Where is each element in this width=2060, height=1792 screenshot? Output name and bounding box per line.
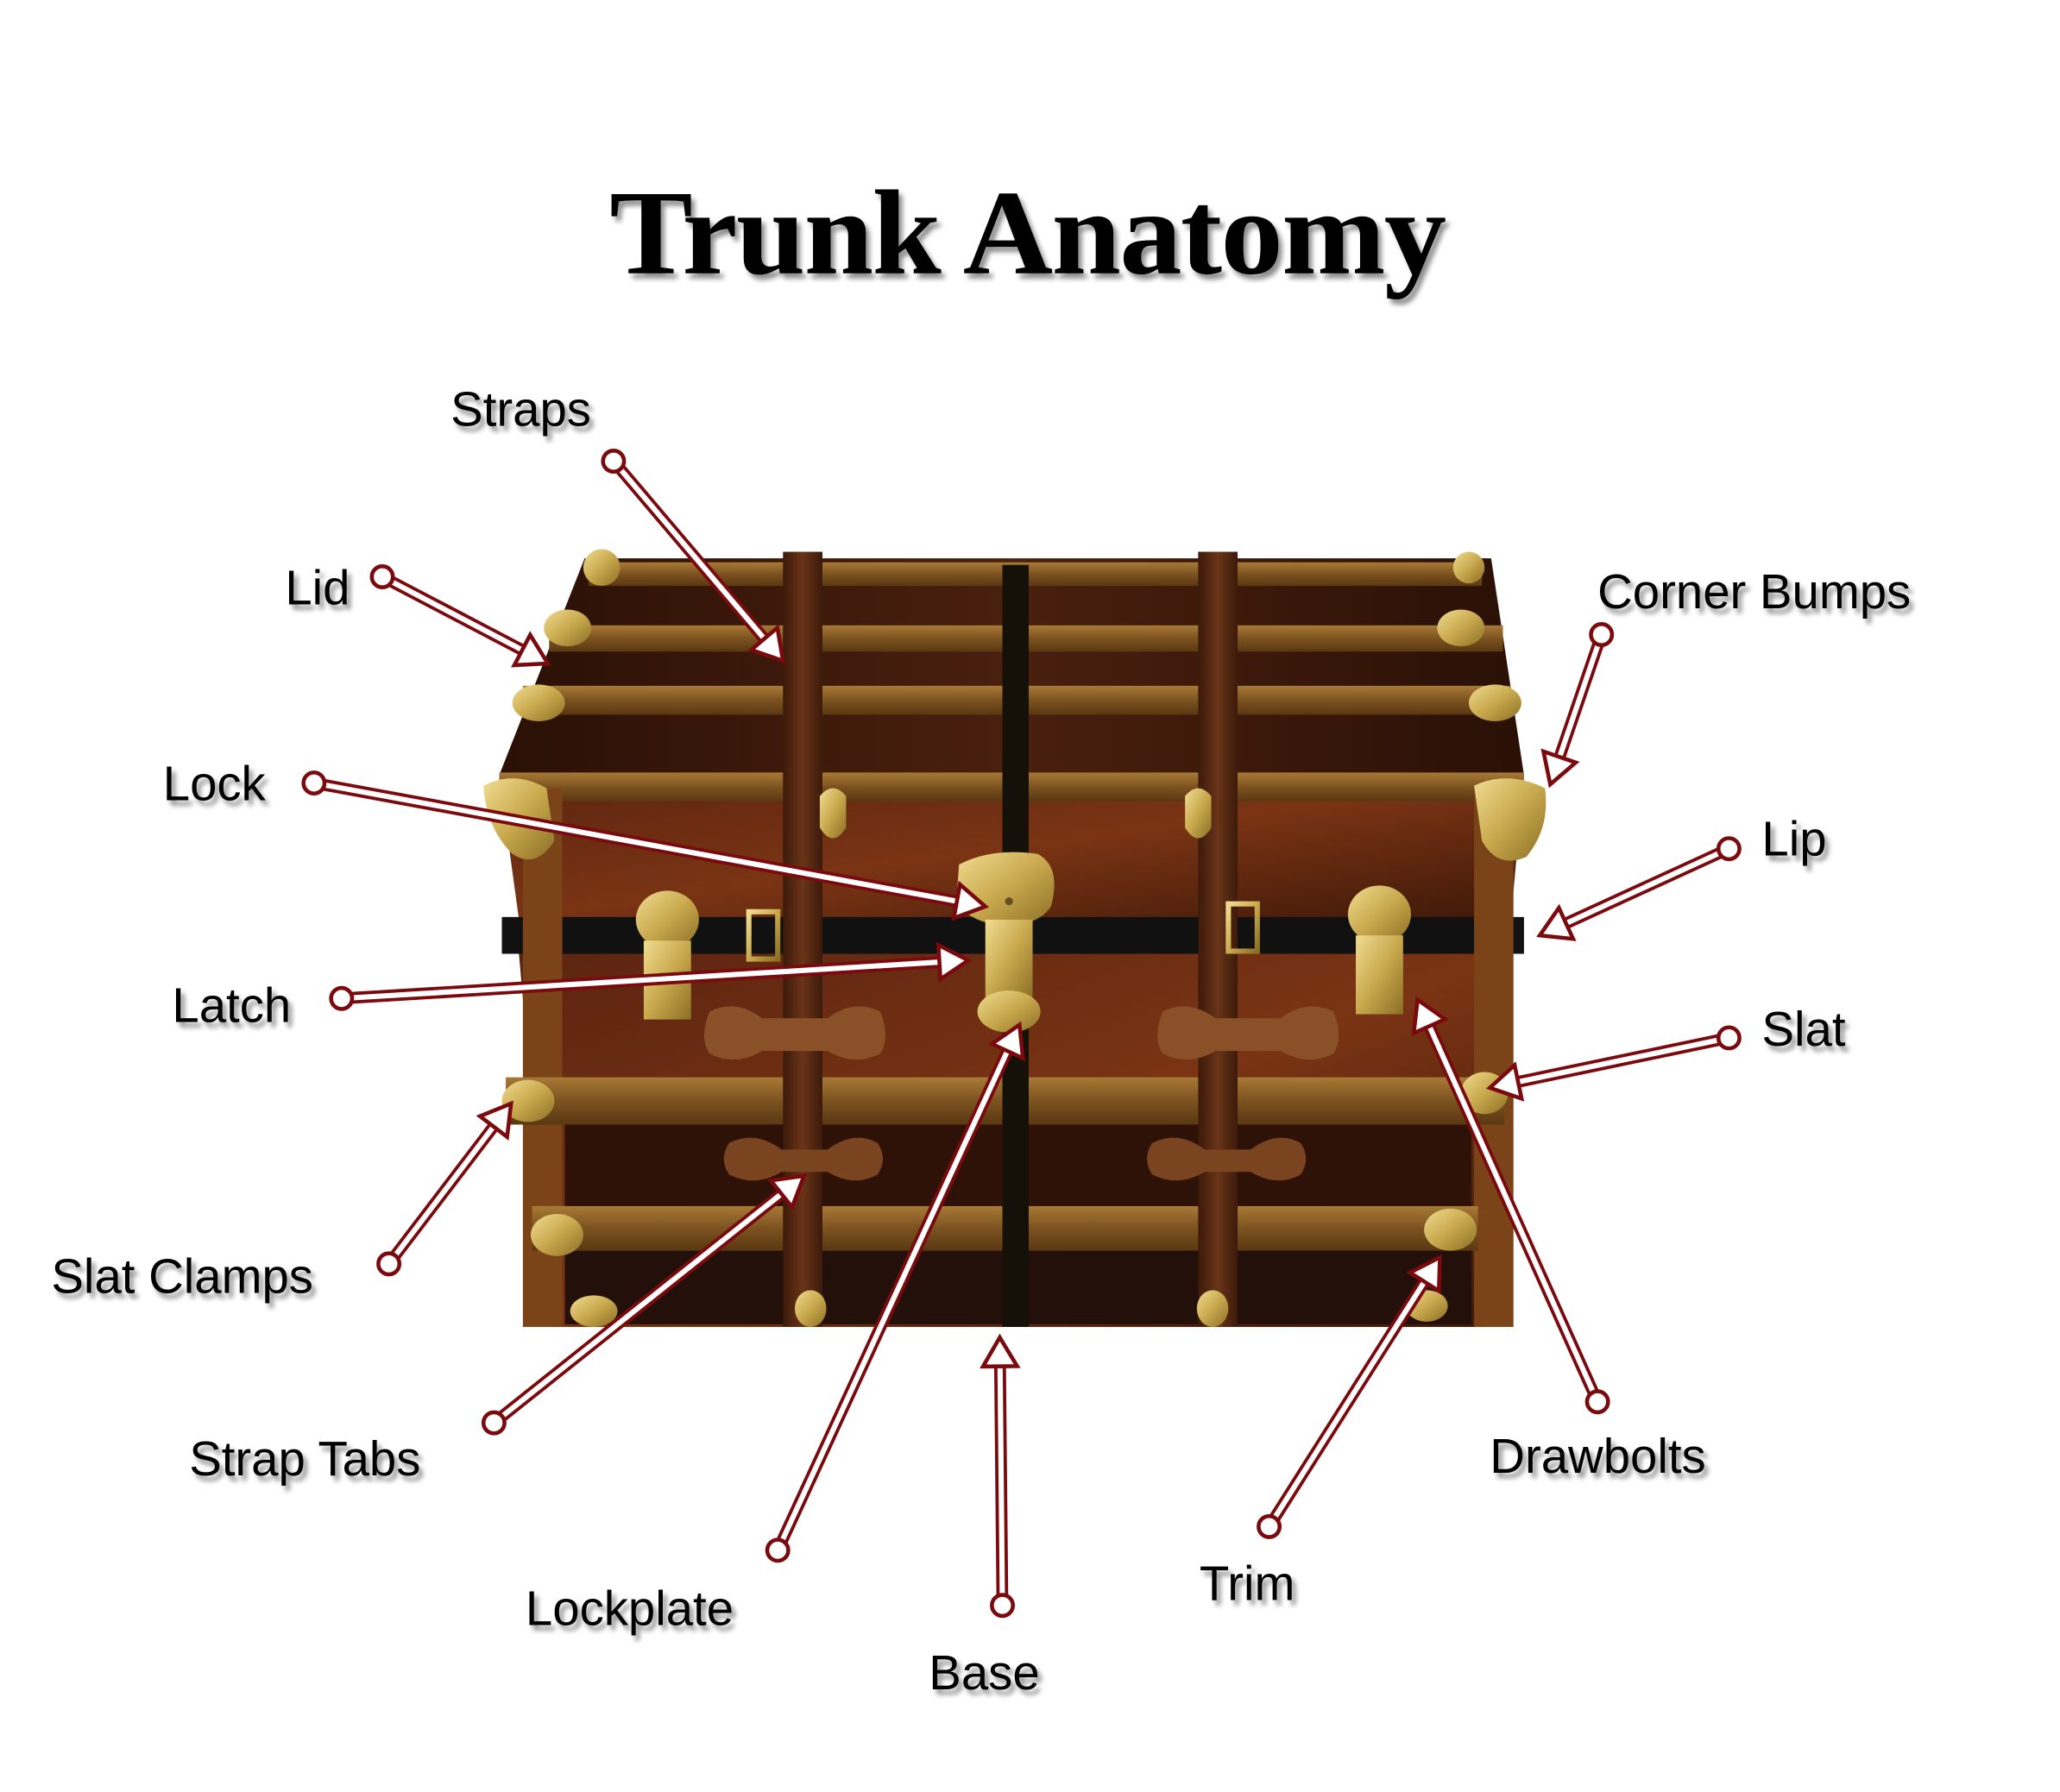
callout-slat bbox=[1485, 1025, 1742, 1102]
arrowhead-icon bbox=[1411, 996, 1449, 1037]
anchor-dot-icon bbox=[1589, 622, 1615, 647]
strap-tab bbox=[1157, 1006, 1339, 1060]
label-lip: Lip bbox=[1761, 811, 1826, 865]
label-drawbolts: Drawbolts bbox=[1490, 1429, 1705, 1483]
side-trim-right bbox=[1474, 788, 1514, 1327]
lock bbox=[956, 852, 1055, 927]
callout-lip bbox=[1536, 836, 1742, 941]
label-corner-bumps: Corner Bumps bbox=[1597, 564, 1911, 619]
lid-brackets bbox=[819, 788, 1212, 839]
arrowhead-icon bbox=[1485, 1061, 1525, 1102]
label-straps: Straps bbox=[450, 381, 591, 436]
anchor-dot-icon bbox=[329, 985, 355, 1011]
callout-lockplate bbox=[765, 1021, 1025, 1563]
arrowhead-icon bbox=[747, 624, 786, 664]
label-base: Base bbox=[929, 1645, 1039, 1700]
callout-trim bbox=[1257, 1254, 1442, 1539]
arrowhead-icon bbox=[1536, 903, 1577, 941]
label-lock: Lock bbox=[163, 756, 267, 810]
anchor-dot-icon bbox=[376, 1251, 402, 1277]
callout-lid bbox=[369, 564, 551, 668]
callout-lock bbox=[301, 770, 990, 921]
anchor-dot-icon bbox=[481, 1410, 507, 1436]
diagram-title: Trunk Anatomy bbox=[609, 167, 1446, 300]
arrowhead-icon bbox=[987, 1021, 1025, 1062]
anchor-dot-icon bbox=[301, 770, 327, 796]
strap-tab bbox=[723, 1137, 883, 1181]
lid-slat bbox=[589, 562, 1483, 587]
label-slat-clamps: Slat Clamps bbox=[51, 1248, 313, 1303]
callout-latch bbox=[329, 941, 973, 1011]
buckle-left bbox=[746, 909, 781, 962]
callout-drawbolts bbox=[1411, 996, 1610, 1415]
buckle-right bbox=[1225, 901, 1260, 954]
label-latch: Latch bbox=[172, 978, 291, 1033]
label-lockplate: Lockplate bbox=[526, 1581, 734, 1636]
anchor-dot-icon bbox=[1584, 1389, 1610, 1415]
arrowhead-icon bbox=[936, 941, 973, 984]
anchor-dot-icon bbox=[1716, 1025, 1742, 1051]
arrowhead-icon bbox=[511, 631, 551, 668]
callout-straps bbox=[601, 449, 786, 664]
drawbolt-left bbox=[635, 890, 699, 1020]
callout-layer bbox=[301, 449, 1742, 1619]
strap-tab bbox=[1146, 1137, 1307, 1181]
label-slat: Slat bbox=[1761, 1002, 1845, 1056]
corner-bumps bbox=[483, 549, 1547, 1327]
trunk-illustration bbox=[483, 549, 1547, 1327]
anchor-dot-icon bbox=[1257, 1513, 1282, 1539]
strap-ends bbox=[795, 1290, 1229, 1327]
strap-left bbox=[783, 551, 822, 1327]
callout-strap-tabs bbox=[481, 1173, 808, 1436]
arrowhead-icon bbox=[951, 880, 990, 921]
anchor-dot-icon bbox=[765, 1537, 791, 1563]
label-trim: Trim bbox=[1200, 1556, 1295, 1611]
anchor-dot-icon bbox=[1716, 836, 1742, 862]
anchor-dot-icon bbox=[990, 1593, 1015, 1619]
drawbolt-right bbox=[1347, 885, 1411, 1015]
callout-slat-clamps bbox=[376, 1100, 513, 1277]
lockplate bbox=[977, 919, 1041, 1033]
arrowhead-icon bbox=[1540, 748, 1580, 789]
arrowhead-icon bbox=[766, 1173, 808, 1211]
label-strap-tabs: Strap Tabs bbox=[189, 1431, 420, 1486]
strap-tab bbox=[703, 1006, 886, 1060]
label-lid: Lid bbox=[285, 560, 350, 614]
arrowhead-icon bbox=[980, 1333, 1021, 1369]
anchor-dot-icon bbox=[369, 564, 395, 589]
arrowhead-icon bbox=[1406, 1254, 1442, 1295]
strap-right bbox=[1198, 551, 1238, 1327]
callout-corner-bumps bbox=[1540, 622, 1615, 789]
arrowhead-icon bbox=[476, 1100, 513, 1141]
anchor-dot-icon bbox=[601, 449, 627, 474]
callout-base bbox=[980, 1333, 1021, 1619]
